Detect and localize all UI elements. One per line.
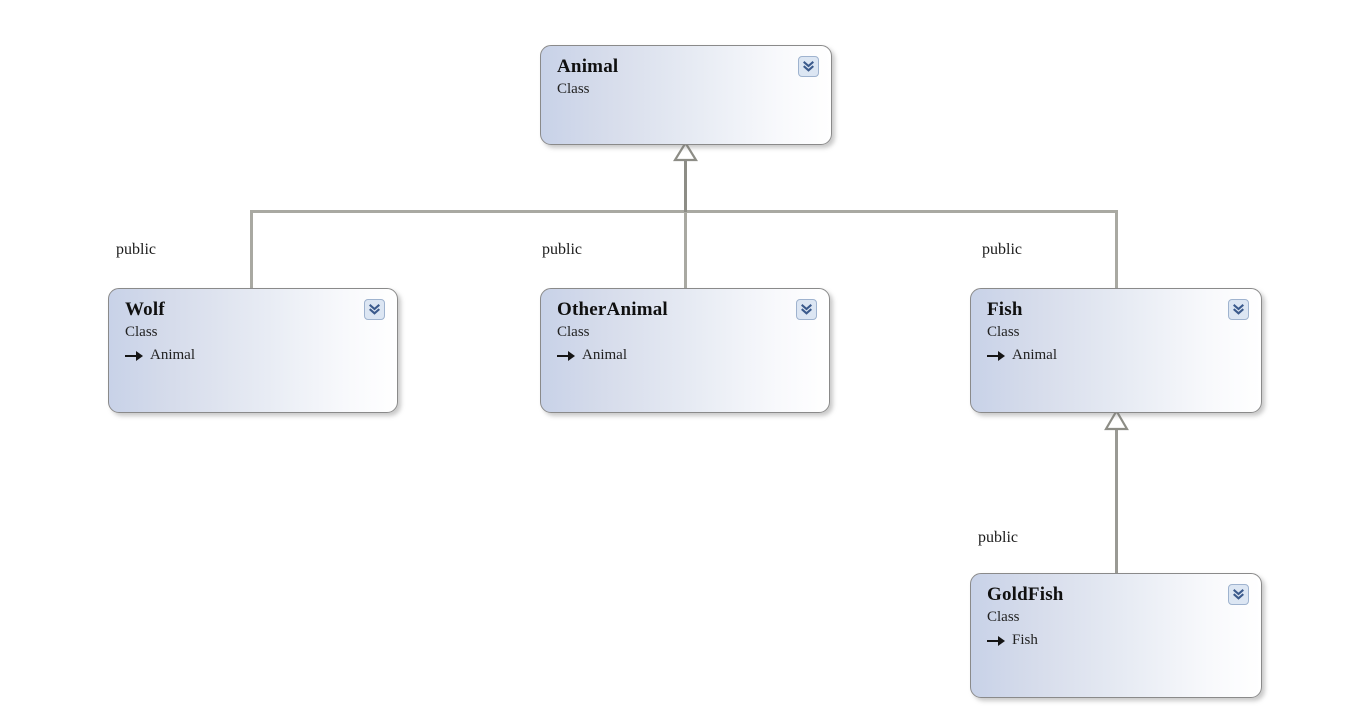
- chevron-double-down-icon[interactable]: [796, 299, 817, 320]
- generalization-arrowhead-fish: [1104, 408, 1129, 431]
- class-baseclass-goldfish: Fish: [987, 631, 1247, 650]
- class-kind-wolf: Class: [125, 324, 158, 340]
- generalization-arrowhead-animal: [673, 140, 698, 162]
- chevron-double-down-icon[interactable]: [1228, 584, 1249, 605]
- class-kind-fish: Class: [987, 324, 1020, 340]
- relation-visibility-label-otheranimal: public: [542, 241, 582, 258]
- class-baseclass-label-wolf: Animal: [150, 347, 195, 363]
- class-title-goldfish: GoldFish: [987, 584, 1064, 605]
- chevron-double-down-icon[interactable]: [364, 299, 385, 320]
- chevron-double-down-icon[interactable]: [798, 56, 819, 77]
- class-baseclass-label-fish: Animal: [1012, 347, 1057, 363]
- class-kind-animal: Class: [557, 81, 590, 97]
- class-box-wolf[interactable]: Wolf Class Animal: [108, 288, 398, 413]
- class-kind-otheranimal: Class: [557, 324, 590, 340]
- inheritance-arrow-icon: [125, 350, 145, 362]
- chevron-double-down-icon[interactable]: [1228, 299, 1249, 320]
- class-box-animal[interactable]: Animal Class: [540, 45, 832, 145]
- class-baseclass-wolf: Animal: [125, 346, 383, 365]
- class-title-fish: Fish: [987, 299, 1023, 320]
- class-title-wolf: Wolf: [125, 299, 165, 320]
- inheritance-arrow-icon: [987, 350, 1007, 362]
- class-box-otheranimal[interactable]: OtherAnimal Class Animal: [540, 288, 830, 413]
- class-baseclass-label-otheranimal: Animal: [582, 347, 627, 363]
- class-title-otheranimal: OtherAnimal: [557, 299, 668, 320]
- class-box-goldfish[interactable]: GoldFish Class Fish: [970, 573, 1262, 698]
- relation-visibility-label-wolf: public: [116, 241, 156, 258]
- relation-visibility-label-fish: public: [982, 241, 1022, 258]
- inheritance-arrow-icon: [557, 350, 577, 362]
- class-baseclass-otheranimal: Animal: [557, 346, 815, 365]
- class-title-animal: Animal: [557, 56, 619, 77]
- class-box-fish[interactable]: Fish Class Animal: [970, 288, 1262, 413]
- class-kind-goldfish: Class: [987, 609, 1020, 625]
- class-baseclass-label-goldfish: Fish: [1012, 632, 1038, 648]
- relation-visibility-label-goldfish: public: [978, 529, 1018, 546]
- inheritance-arrow-icon: [987, 635, 1007, 647]
- class-baseclass-fish: Animal: [987, 346, 1247, 365]
